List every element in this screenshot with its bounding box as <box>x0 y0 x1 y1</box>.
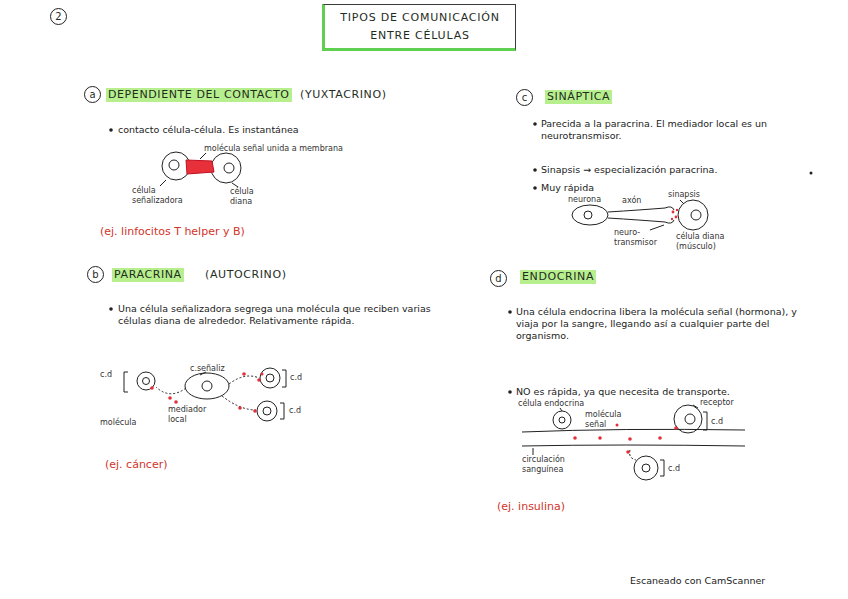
illustration-label: c.d <box>711 417 723 427</box>
section-heading: DEPENDIENTE DEL CONTACTO <box>106 88 292 102</box>
illustration-label: axón <box>622 196 641 206</box>
illustration-label: sinapsis <box>668 190 700 200</box>
section-heading: SINÁPTICA <box>545 90 612 104</box>
circled-letter: 2 <box>50 8 67 25</box>
bullet-text: Muy rápida <box>541 182 594 194</box>
illustration-label: mediador local <box>168 405 218 425</box>
letter-text: c <box>522 92 528 103</box>
bullet-text: NO es rápida, ya que necesita de transpo… <box>516 386 826 398</box>
blood-vessel <box>522 405 745 480</box>
letter-text: b <box>92 269 98 280</box>
example-text: (ej. cáncer) <box>105 458 168 472</box>
illustration-label: c.señaliz <box>190 364 225 374</box>
title-text: TIPOS DE COMUNICACIÓN ENTRE CÉLULAS <box>335 9 505 43</box>
heading-note: (AUTOCRINO) <box>205 268 287 282</box>
bullet-text: Parecida a la paracrina. El mediador loc… <box>541 118 806 142</box>
illustration-label: c.d <box>290 373 302 383</box>
illustration-label: molécula señal unida a membrana <box>204 144 343 154</box>
signal-dots <box>150 372 263 413</box>
example-text: (ej. linfocitos T helper y B) <box>100 225 245 239</box>
illustration-label: molécula señal <box>585 410 625 430</box>
neurotransmitter-dots <box>671 209 678 220</box>
illustration-label: circulación sanguínea <box>522 455 582 475</box>
illustration-label: c.d <box>289 406 301 416</box>
illustration-label: célula diana <box>230 187 270 207</box>
illustration-label: molécula <box>100 418 136 428</box>
circled-letter: a <box>84 86 101 103</box>
example-text: (ej. insulina) <box>497 500 565 514</box>
bullet-dots <box>109 122 812 394</box>
section-heading: ENDOCRINA <box>520 270 596 284</box>
circled-letter: c <box>516 89 533 106</box>
bullet-text: Una célula endocrina libera la molécula … <box>516 306 806 342</box>
illustration-label: receptor <box>700 398 734 408</box>
illustration-label: célula diana (músculo) <box>676 232 738 252</box>
illustration-label: neurona <box>568 195 601 205</box>
illustration-label: c.d <box>100 370 112 380</box>
bullet-text: Una célula señalizadora segrega una molé… <box>118 303 438 327</box>
watermark: Escaneado con CamScanner <box>630 575 765 587</box>
circled-letter: b <box>87 266 104 283</box>
title-box: TIPOS DE COMUNICACIÓN ENTRE CÉLULAS <box>322 4 516 51</box>
illustration-label: célula señalizadora <box>132 186 194 206</box>
circled-letter: d <box>490 270 507 287</box>
bullet-text: Sinapsis → especialización paracrina. <box>541 164 717 176</box>
heading-note: (YUXTACRINO) <box>300 88 387 102</box>
letter-text: d <box>495 273 501 284</box>
letter-text: a <box>89 89 95 100</box>
illustration-label: célula endocrina <box>518 399 584 409</box>
letter-text: 2 <box>55 11 61 22</box>
illustration-label: c.d <box>668 464 680 474</box>
illustration-label: neuro-transmisor <box>614 228 656 248</box>
bullet-text: contacto célula-célula. Es instantánea <box>118 124 299 136</box>
section-heading: PARACRINA <box>112 268 184 282</box>
contact-cells <box>160 152 241 187</box>
